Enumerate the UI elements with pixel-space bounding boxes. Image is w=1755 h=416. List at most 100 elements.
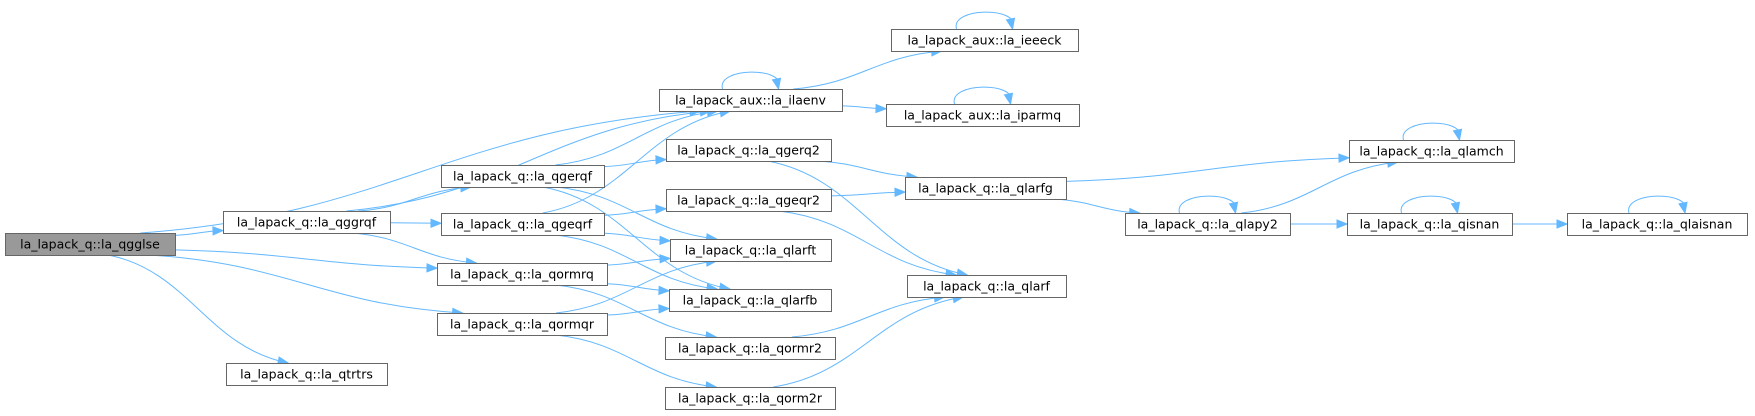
node-box-qlarfg[interactable] (905, 177, 1067, 200)
node-qgerq2[interactable]: la_lapack_q::la_qgerq2 (666, 139, 832, 162)
node-box-ieeeck[interactable] (891, 29, 1079, 52)
node-label-qggrqf: la_lapack_q::la_qggrqf (237, 215, 377, 230)
node-label-ieeeck: la_lapack_aux::la_ieeeck (908, 33, 1063, 48)
edge-qgerq2-to-qlarfg (817, 160, 917, 178)
node-box-qormr2[interactable] (665, 337, 836, 360)
node-box-iparmq[interactable] (886, 104, 1080, 127)
edge-qgerqf-to-qlarft (556, 186, 717, 240)
nodes-layer: la_lapack_q::la_qgglse la_lapack_aux::la_… (5, 29, 1748, 410)
node-box-qlarf[interactable] (907, 275, 1067, 298)
node-ieeeck[interactable]: la_lapack_aux::la_ieeeck (891, 29, 1079, 52)
node-qlarfg[interactable]: la_lapack_q::la_qlarfg (905, 177, 1067, 200)
edge-qgerqf-to-qlarfb (542, 186, 730, 290)
node-label-qormqr: la_lapack_q::la_qormqr (450, 317, 595, 332)
edge-qlaisnan-to-qlaisnan (1628, 195, 1686, 214)
node-label-qisnan: la_lapack_q::la_qisnan (1360, 217, 1500, 232)
edge-qgeqr2-to-qlarfg (830, 191, 906, 197)
edge-iparmq-to-iparmq-arrowhead (1003, 92, 1014, 106)
node-box-qorm2r[interactable] (665, 387, 836, 410)
node-qormr2[interactable]: la_lapack_q::la_qormr2 (665, 337, 836, 360)
edge-qisnan-to-qlaisnan-arrowhead (1556, 219, 1569, 229)
node-qlapy2[interactable]: la_lapack_q::la_qlapy2 (1125, 213, 1291, 236)
node-label-qtrtrs: la_lapack_q::la_qtrtrs (240, 367, 373, 382)
node-label-qlapy2: la_lapack_q::la_qlapy2 (1137, 217, 1278, 232)
edge-qormrq-to-qlarfb-arrowhead (658, 285, 671, 296)
edge-qormr2-to-qlarf (791, 296, 945, 338)
node-box-qormrq[interactable] (437, 263, 608, 286)
node-qlamch[interactable]: la_lapack_q::la_qlamch (1349, 140, 1515, 163)
edge-qgeqrf-to-qgeqr2-arrowhead (655, 204, 668, 214)
node-box-qgeqrf[interactable] (441, 213, 605, 236)
edge-qggrqf-to-ilaenv (346, 110, 711, 212)
edge-qgglse-to-qormrq-arrowhead (426, 263, 439, 273)
node-box-qgeqr2[interactable] (666, 189, 832, 212)
node-qormqr[interactable]: la_lapack_q::la_qormqr (437, 313, 608, 336)
node-label-qlarft: la_lapack_q::la_qlarft (685, 243, 817, 258)
edge-ilaenv-to-ieeeck (793, 50, 942, 90)
node-box-qisnan[interactable] (1347, 213, 1513, 236)
edge-iparmq-to-iparmq (953, 86, 1012, 105)
edge-qorm2r-to-qlarf (773, 296, 964, 388)
node-box-qgerqf[interactable] (441, 165, 605, 188)
edge-qggrqf-to-qgeqrf-arrowhead (430, 218, 443, 228)
node-box-qlaisnan[interactable] (1567, 213, 1748, 236)
edge-ieeeck-to-ieeeck (955, 11, 1014, 30)
node-box-qlamch[interactable] (1349, 140, 1515, 163)
node-qlarfb[interactable]: la_lapack_q::la_qlarfb (669, 289, 832, 312)
edge-qgeqrf-to-ilaenv (542, 110, 731, 214)
node-label-qgerqf: la_lapack_q::la_qgerqf (453, 169, 593, 184)
node-label-qormrq: la_lapack_q::la_qormrq (450, 267, 594, 282)
node-box-qlarfb[interactable] (669, 289, 832, 312)
edge-ilaenv-to-ilaenv-arrowhead (771, 77, 782, 91)
node-qlarf[interactable]: la_lapack_q::la_qlarf (907, 275, 1067, 298)
edge-qlaisnan-to-qlaisnan-arrowhead (1678, 201, 1688, 215)
node-qgerqf[interactable]: la_lapack_q::la_qgerqf (441, 165, 605, 188)
edge-qgglse-to-qormrq (174, 249, 438, 269)
node-label-ilaenv: la_lapack_aux::la_ilaenv (675, 93, 826, 108)
edge-qgglse-to-qtrtrs (108, 254, 289, 364)
edge-qlamch-to-qlamch-arrowhead (1452, 128, 1463, 142)
edge-qggrqf-to-qgerqf (358, 186, 471, 212)
node-box-qlapy2[interactable] (1125, 213, 1291, 236)
node-box-qlarft[interactable] (670, 239, 832, 262)
node-label-iparmq: la_lapack_aux::la_iparmq (904, 108, 1061, 123)
node-box-qgerq2[interactable] (666, 139, 832, 162)
node-box-ilaenv[interactable] (659, 89, 843, 112)
node-ilaenv[interactable]: la_lapack_aux::la_ilaenv (659, 89, 843, 112)
edge-qisnan-to-qisnan (1400, 195, 1459, 214)
edge-qisnan-to-qisnan-arrowhead (1450, 201, 1461, 215)
node-box-qggrqf[interactable] (223, 211, 391, 234)
node-qorm2r[interactable]: la_lapack_q::la_qorm2r (665, 387, 836, 410)
edge-qormqr-to-qlarft (555, 260, 717, 314)
node-qlarft[interactable]: la_lapack_q::la_qlarft (670, 239, 832, 262)
edge-ilaenv-to-iparmq-arrowhead (875, 103, 888, 114)
node-label-qorm2r: la_lapack_q::la_qorm2r (678, 391, 823, 406)
edge-qormrq-to-qlarft-arrowhead (659, 254, 672, 264)
node-qggrqf[interactable]: la_lapack_q::la_qggrqf (223, 211, 391, 234)
edge-qgglse-to-qggrqf-arrowhead (212, 226, 225, 236)
edge-qlapy2-to-qlapy2 (1178, 195, 1237, 214)
node-qgglse[interactable]: la_lapack_q::la_qgglse (5, 233, 176, 256)
node-label-qlarf: la_lapack_q::la_qlarf (923, 279, 1050, 294)
node-label-qlarfb: la_lapack_q::la_qlarfb (683, 293, 818, 308)
edge-ieeeck-to-ieeeck-arrowhead (1005, 17, 1016, 31)
node-qgeqr2[interactable]: la_lapack_q::la_qgeqr2 (666, 189, 832, 212)
edge-qgglse-to-qormqr (149, 254, 463, 314)
edge-qgeqr2-to-qlarfg-arrowhead (894, 187, 907, 197)
edge-qlarfg-to-qlapy2 (1053, 198, 1140, 214)
node-box-qtrtrs[interactable] (226, 363, 388, 386)
node-qlaisnan[interactable]: la_lapack_q::la_qlaisnan (1567, 213, 1748, 236)
node-qgeqrf[interactable]: la_lapack_q::la_qgeqrf (441, 213, 605, 236)
edge-qlarfg-to-qlamch (1065, 157, 1350, 182)
node-qtrtrs[interactable]: la_lapack_q::la_qtrtrs (226, 363, 388, 386)
node-qormrq[interactable]: la_lapack_q::la_qormrq (437, 263, 608, 286)
edge-qgeqrf-to-qlarft-arrowhead (659, 235, 672, 246)
edge-qlarfg-to-qlamch-arrowhead (1338, 153, 1351, 163)
node-box-qgglse[interactable] (5, 233, 176, 256)
node-iparmq[interactable]: la_lapack_aux::la_iparmq (886, 104, 1080, 127)
edge-qlapy2-to-qisnan-arrowhead (1336, 219, 1349, 229)
node-box-qormqr[interactable] (437, 313, 608, 336)
node-qisnan[interactable]: la_lapack_q::la_qisnan (1347, 213, 1513, 236)
edge-qgerqf-to-ilaenv (555, 110, 718, 166)
